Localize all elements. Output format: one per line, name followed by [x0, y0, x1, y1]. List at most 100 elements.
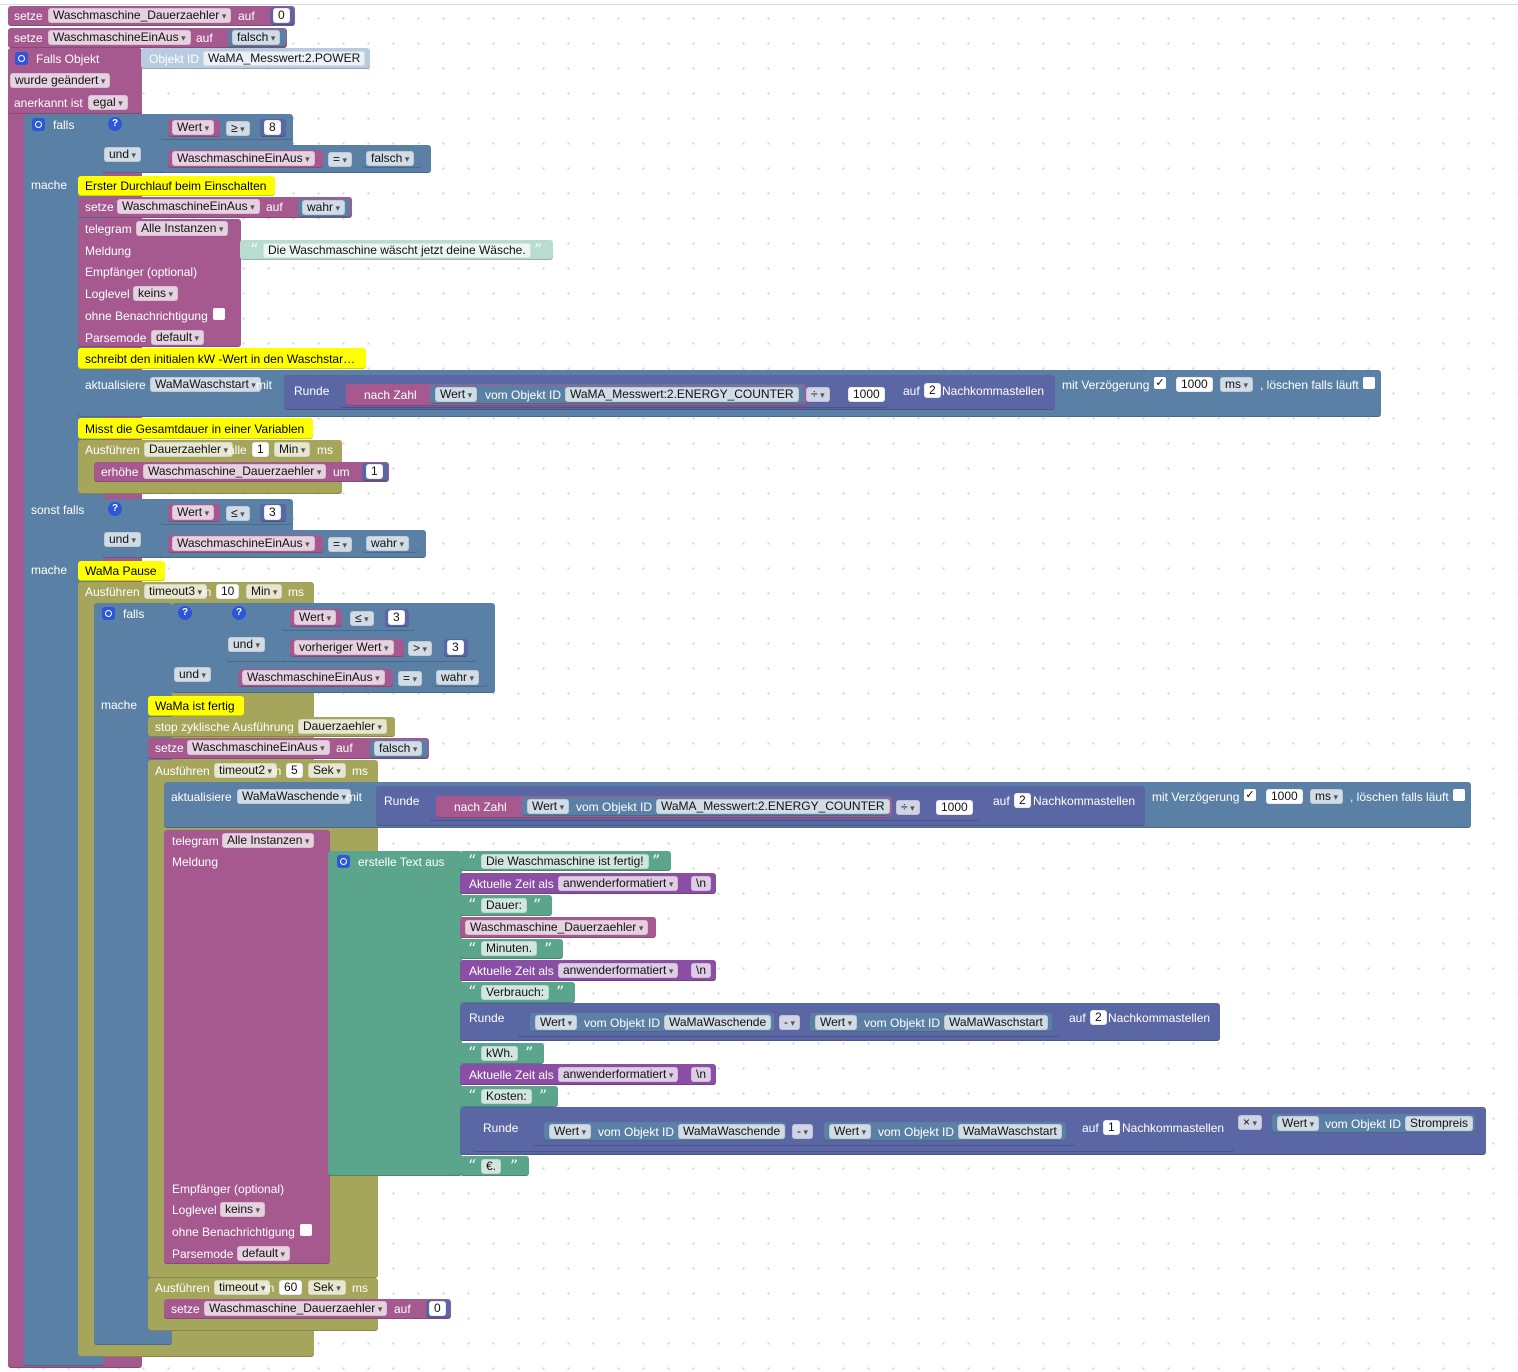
number-field[interactable]: 3 [388, 610, 405, 625]
anerkannt-dropdown[interactable]: egal [88, 95, 128, 110]
delay-field[interactable]: 60 [279, 1280, 303, 1295]
number-field[interactable]: 0 [429, 1301, 446, 1316]
wurde-geaendert-dropdown[interactable]: wurde geändert [10, 73, 111, 88]
wert-block[interactable]: Wert [290, 609, 342, 627]
delay-unit-dropdown[interactable]: ms [1220, 377, 1254, 392]
variable-dropdown[interactable]: Waschmaschine_Dauerzaehler [204, 1301, 388, 1316]
timer-name-field[interactable]: timeout [214, 1280, 271, 1295]
help-icon[interactable]: ? [108, 117, 122, 131]
divisor-field[interactable]: 1000 [936, 800, 973, 815]
text-field[interactable]: Die Waschmaschine wäscht jetzt deine Wäs… [263, 243, 531, 258]
clear-checkbox[interactable] [1453, 789, 1465, 801]
objekt-id-field[interactable]: WaMA_Messwert:2.POWER [203, 51, 366, 66]
time-format-dropdown[interactable]: anwenderformatiert [558, 876, 679, 891]
text-block[interactable]: “ kWh. ” [460, 1043, 544, 1064]
variable-block[interactable]: Waschmaschine_Dauerzaehler [460, 917, 656, 938]
compare-block[interactable]: Wert ≥ 8 [160, 116, 293, 140]
text-block[interactable]: “ Minuten. ” [460, 939, 563, 959]
gear-icon[interactable] [102, 607, 115, 620]
delay-checkbox[interactable]: ✓ [1154, 377, 1166, 389]
time-format-dropdown[interactable]: anwenderformatiert [558, 963, 679, 978]
newline-field[interactable]: \n [691, 963, 712, 978]
comment-block[interactable]: WaMa Pause [78, 561, 165, 581]
text-block[interactable]: “ Verbrauch: ” [460, 982, 575, 1003]
unit-dropdown[interactable]: Sek [308, 763, 346, 778]
notification-checkbox[interactable] [300, 1224, 312, 1236]
boolean-block[interactable]: wahr [298, 199, 350, 217]
wert-block[interactable]: Wert [168, 504, 220, 522]
unit-dropdown[interactable]: Min [274, 442, 311, 457]
parsemode-dropdown[interactable]: default [151, 330, 205, 345]
boolean-block[interactable]: falsch [370, 740, 428, 758]
telegram-block[interactable]: telegram Alle Instanzen Meldung Empfänge… [78, 219, 241, 347]
get-value-block[interactable]: Wert vom Objekt ID WaMA_Messwert:2.ENERG… [522, 797, 890, 816]
boolean-dropdown[interactable]: falsch [232, 30, 281, 45]
operator-dropdown[interactable]: ÷ [896, 800, 920, 815]
prev-value-dropdown[interactable]: vorheriger Wert [294, 640, 394, 655]
get-value-block[interactable]: Wert vom Objekt ID WaMaWaschstart [810, 1013, 1052, 1032]
operator-dropdown[interactable]: × [1238, 1115, 1263, 1130]
current-time-block[interactable]: Aktuelle Zeit als anwenderformatiert \n [460, 960, 716, 981]
number-block[interactable]: 0 [270, 7, 294, 25]
number-block[interactable]: 3 [260, 504, 286, 522]
compare-block[interactable]: vorheriger Wert > 3 [282, 634, 476, 662]
compare-block[interactable]: WaschmaschineEinAus = wahr [230, 664, 495, 693]
wert-dropdown[interactable]: Wert [172, 505, 215, 520]
operator-dropdown[interactable]: - [792, 1124, 814, 1139]
set-einaus-block[interactable]: setze WaschmaschineEinAus auf wahr [78, 197, 352, 218]
operator-dropdown[interactable]: ≥ [226, 121, 250, 136]
operator-dropdown[interactable]: = [328, 537, 353, 552]
operator-dropdown[interactable]: = [398, 671, 423, 686]
number-field[interactable]: 1 [366, 464, 383, 479]
wert-block[interactable]: Wert [168, 119, 220, 137]
get-value-block[interactable]: Wert vom Objekt ID WaMaWaschende [530, 1013, 774, 1032]
number-field[interactable]: 3 [447, 640, 464, 655]
text-join-block[interactable]: erstelle Text aus [328, 851, 460, 1176]
decimals-field[interactable]: 2 [924, 383, 941, 398]
delay-checkbox[interactable]: ✓ [1244, 789, 1256, 801]
decimals-field[interactable]: 2 [1014, 793, 1031, 808]
set-dauerzaehler-block[interactable]: setze Waschmaschine_Dauerzaehler auf 0 [164, 1299, 451, 1319]
attribute-dropdown[interactable]: Wert [535, 1015, 578, 1030]
current-time-block[interactable]: Aktuelle Zeit als anwenderformatiert \n [460, 873, 716, 894]
variable-block[interactable]: WaschmaschineEinAus [168, 535, 323, 553]
object-id-field[interactable]: WaMaWaschstart [958, 1124, 1062, 1139]
comment-block[interactable]: Erster Durchlauf beim Einschalten [78, 176, 275, 196]
time-format-dropdown[interactable]: anwenderformatiert [558, 1067, 679, 1082]
get-value-block[interactable]: Wert vom Objekt ID WaMaWaschende [544, 1122, 786, 1141]
decimals-field[interactable]: 2 [1090, 1010, 1107, 1025]
boolean-dropdown[interactable]: wahr [302, 200, 346, 215]
boolean-block[interactable]: falsch [362, 150, 422, 168]
number-field[interactable]: 8 [264, 120, 281, 135]
instance-dropdown[interactable]: Alle Instanzen [222, 833, 315, 848]
comment-block[interactable]: schreibt den initialen kW -Wert in den W… [78, 348, 366, 369]
help-icon[interactable]: ? [232, 606, 246, 620]
text-field[interactable]: Verbrauch: [481, 985, 550, 1000]
variable-dropdown[interactable]: WaschmaschineEinAus [172, 536, 315, 551]
loglevel-dropdown[interactable]: keins [133, 286, 179, 301]
attribute-dropdown[interactable]: Wert [435, 387, 478, 402]
and-dropdown[interactable]: und [174, 667, 212, 682]
variable-dropdown[interactable]: Waschmaschine_Dauerzaehler [143, 464, 327, 479]
delay-field[interactable]: 5 [286, 763, 303, 778]
notification-checkbox[interactable] [213, 308, 225, 320]
text-block[interactable]: “ Kosten: ” [460, 1086, 558, 1107]
text-block[interactable]: “ €. ” [460, 1156, 529, 1176]
compare-block[interactable]: Wert ≤ 3 [282, 605, 415, 631]
delay-field[interactable]: 10 [216, 584, 240, 599]
attribute-dropdown[interactable]: Wert [829, 1124, 872, 1139]
boolean-block[interactable]: wahr [362, 535, 418, 553]
text-block[interactable]: “ Die Waschmaschine wäscht jetzt deine W… [240, 240, 553, 260]
decimals-field[interactable]: 1 [1103, 1120, 1120, 1135]
object-dropdown[interactable]: WaMaWaschstart [150, 377, 261, 392]
boolean-dropdown[interactable]: wahr [366, 536, 410, 551]
get-value-block[interactable]: Wert vom Objekt ID Strompreis [1272, 1114, 1475, 1133]
help-icon[interactable]: ? [178, 606, 192, 620]
object-id-field[interactable]: WaMA_Messwert:2.ENERGY_COUNTER [565, 387, 799, 402]
timer-name-field[interactable]: timeout3 [144, 584, 208, 599]
interval-field[interactable]: 1 [252, 442, 269, 457]
object-dropdown[interactable]: WaMaWaschende [237, 789, 352, 804]
instance-dropdown[interactable]: Alle Instanzen [136, 221, 229, 236]
text-field[interactable]: Kosten: [481, 1089, 532, 1104]
text-field[interactable]: kWh. [481, 1046, 519, 1061]
